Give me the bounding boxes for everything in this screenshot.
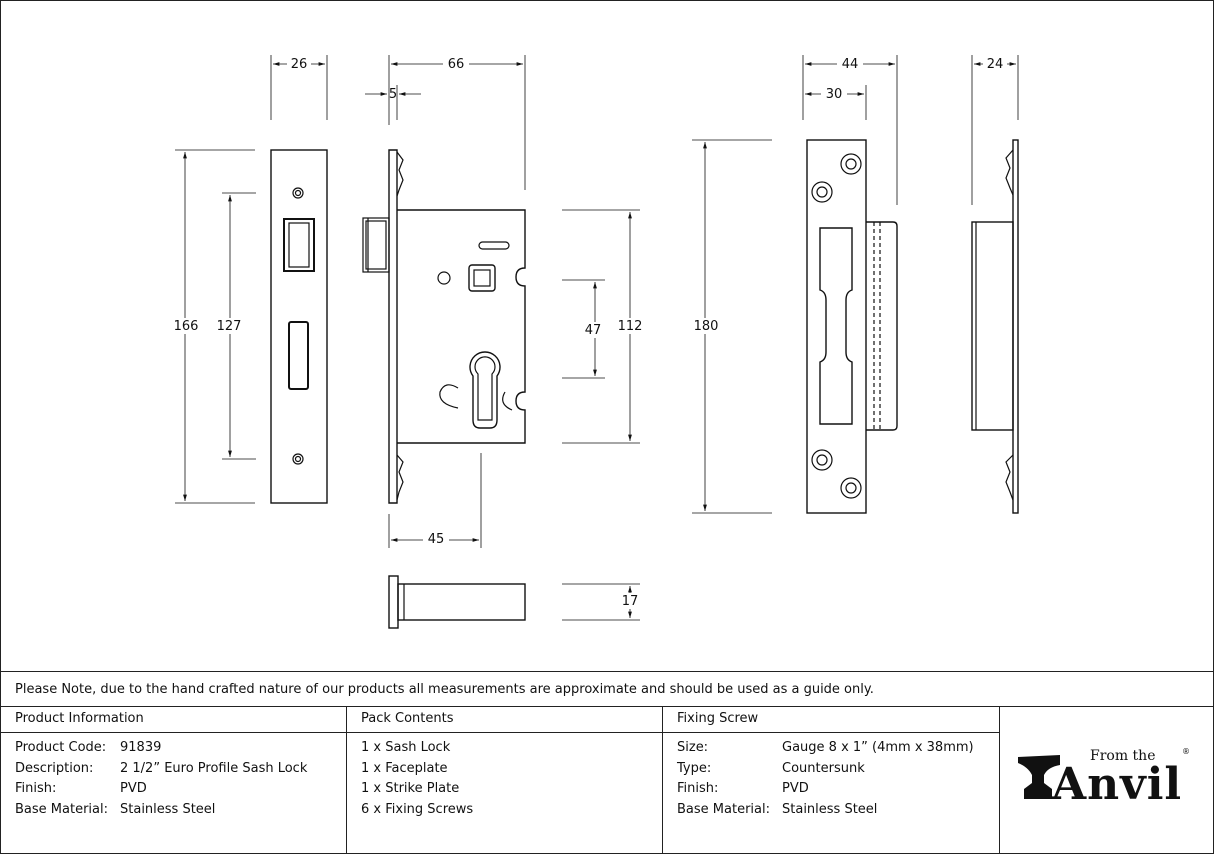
product-information-heading: Product Information: [1, 707, 346, 733]
faceplate-front-view: [270, 149, 328, 504]
product-info-row: Description:2 1/2” Euro Profile Sash Loc…: [15, 760, 308, 776]
fixing-screw-panel: Fixing Screw Size:Gauge 8 x 1” (4mm x 38…: [663, 707, 1000, 853]
lock-top-view: [388, 575, 526, 629]
dim-centres: 47: [585, 323, 602, 338]
product-info-row: Product Code:91839: [15, 740, 162, 755]
dim-strike-width: 44: [842, 57, 859, 72]
logo-brand: Anvil: [1052, 759, 1183, 810]
product-info-row: Finish:PVD: [15, 781, 147, 796]
dim-case-width: 66: [448, 57, 465, 72]
dim-forend-offset: 5: [389, 87, 397, 102]
strike-plate-front-view: [806, 139, 898, 514]
pack-item: 1 x Strike Plate: [361, 781, 460, 796]
pack-item: 1 x Faceplate: [361, 760, 448, 776]
product-info-row: Base Material:Stainless Steel: [15, 801, 216, 817]
fixing-screw-row: Finish:PVD: [677, 781, 809, 796]
dim-case-height: 112: [618, 319, 643, 334]
pack-item: 6 x Fixing Screws: [361, 801, 474, 817]
dimension-labels: 26 66 5 166 127 45 112 47 180 44 30 24 1…: [172, 56, 1007, 609]
technical-drawing: 26 66 5 166 127 45 112 47 180 44 30 24 1…: [172, 55, 1019, 629]
dim-faceplate-height: 166: [174, 319, 199, 334]
dim-backset: 45: [428, 532, 445, 547]
dim-fixing-centres: 127: [217, 319, 242, 334]
anvil-logo: From the Anvil ®: [1000, 707, 1213, 853]
pack-contents-panel: Pack Contents 1 x Sash Lock 1 x Faceplat…: [347, 707, 663, 853]
dim-case-depth: 17: [622, 594, 639, 609]
fixing-screw-row: Size:Gauge 8 x 1” (4mm x 38mm): [677, 740, 974, 755]
measurement-note: Please Note, due to the hand crafted nat…: [1, 671, 1213, 707]
fixing-screw-row: Type:Countersunk: [677, 760, 865, 776]
pack-contents-heading: Pack Contents: [347, 707, 662, 733]
product-information-panel: Product Information Product Code:91839 D…: [1, 707, 347, 853]
anvil-icon: [1018, 755, 1060, 799]
strike-plate-side-view: [971, 139, 1019, 514]
fixing-screw-heading: Fixing Screw: [663, 707, 999, 733]
logo-registered-mark: ®: [1182, 747, 1190, 756]
lock-case-side-view: [362, 149, 526, 504]
dim-faceplate-width: 26: [291, 57, 308, 72]
logo-from-the: From the: [1090, 748, 1156, 764]
fixing-screw-row: Base Material:Stainless Steel: [677, 801, 878, 817]
dim-strike-height: 180: [694, 319, 719, 334]
dim-strike-side-depth: 24: [987, 57, 1004, 72]
dim-strike-inner: 30: [826, 87, 843, 102]
pack-item: 1 x Sash Lock: [361, 740, 451, 755]
